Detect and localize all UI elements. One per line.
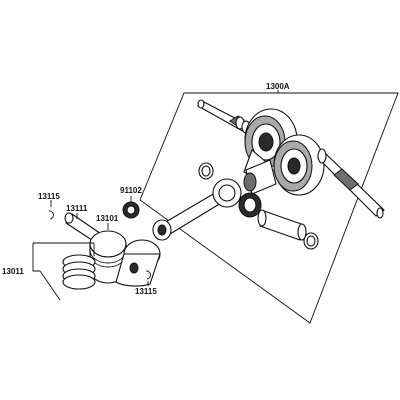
crank-pin-bearing <box>238 192 262 218</box>
circlip-lower <box>145 270 151 280</box>
crankshaft-group-outline <box>139 92 399 324</box>
label-91102: 91102 <box>120 186 142 195</box>
circlip-upper <box>48 210 54 220</box>
crankshaft <box>197 99 385 219</box>
oil-seal-left-inner <box>201 165 211 177</box>
label-13115-lower: 13115 <box>135 287 157 296</box>
label-13111: 13111 <box>66 204 88 213</box>
piston <box>89 230 161 287</box>
label-13101: 13101 <box>96 214 119 223</box>
crank-pin <box>257 209 307 241</box>
connecting-rod <box>152 178 242 241</box>
label-13011: 13011 <box>2 267 24 276</box>
label-13115-upper: 13115 <box>38 192 60 201</box>
ring-bracket-diag <box>39 270 61 301</box>
oil-seal-right-inner <box>306 235 316 247</box>
label-1300a: 1300A <box>266 82 290 91</box>
piston-ring-set <box>62 254 96 290</box>
ring-bracket-left <box>32 243 40 272</box>
small-end-bearing <box>122 201 140 219</box>
ring-bracket-top <box>33 242 95 256</box>
